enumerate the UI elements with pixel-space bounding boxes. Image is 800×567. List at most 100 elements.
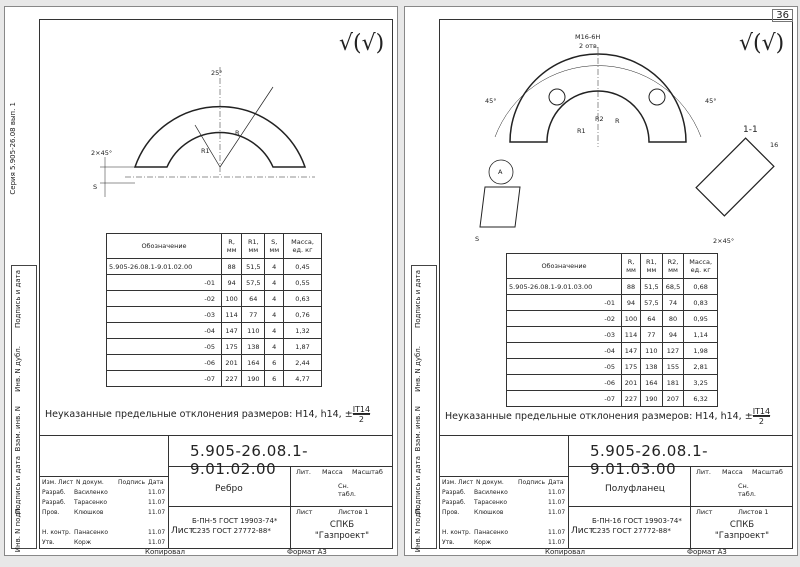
chamfer-label: 2×45° [91, 149, 113, 157]
material-line: С235 ГОСТ 27772-88* [592, 527, 671, 535]
title-block: 5.905-26.08.1-9.01.02.00 Ребро Лит. Масс… [39, 435, 393, 549]
cell: 77 [241, 306, 266, 323]
side-label: Инв. N подл. [414, 506, 422, 553]
cell: -07 [506, 390, 622, 407]
cell: 114 [220, 306, 243, 323]
rib-drawing [100, 67, 315, 197]
material-line: Б-ПН-16 ГОСТ 19903-74* [592, 517, 682, 525]
date: 11.07 [148, 499, 166, 506]
cell: -05 [506, 358, 622, 375]
cell: -05 [106, 338, 222, 355]
org-line: "Газпроект" [714, 531, 770, 541]
cell: 190 [640, 390, 663, 407]
cell: 3,25 [683, 374, 718, 391]
cell: 155 [661, 358, 685, 375]
head-label: Дата [148, 479, 164, 486]
roughness-mark-icon: √(√) [339, 31, 385, 56]
cell: 4 [264, 274, 285, 291]
angle-label: 25° [211, 69, 223, 77]
material-line: Б-ПН-5 ГОСТ 19903-74* [192, 517, 278, 525]
cell: 57,5 [640, 294, 663, 311]
cell: 227 [220, 370, 243, 387]
roughness-mark-icon: √(√) [739, 31, 785, 56]
cell: 2,44 [283, 354, 322, 371]
cell: 64 [241, 290, 266, 307]
cell: 201 [220, 354, 243, 371]
cell: -04 [506, 342, 622, 359]
role: Н. контр. [42, 529, 71, 536]
cell: -07 [106, 370, 222, 387]
cell: 64 [640, 310, 663, 327]
spec-table: Обозначение R, мм R1, мм S, мм Масса, ед… [106, 233, 322, 387]
head-label: Изм. [42, 479, 57, 486]
cell: 147 [620, 342, 642, 359]
cell: 1,32 [283, 322, 322, 339]
cell: -04 [106, 322, 222, 339]
cell: -02 [506, 310, 622, 327]
cell: 57,5 [241, 274, 266, 291]
frac-top: IT14 [352, 405, 371, 415]
cell: 0,55 [283, 274, 322, 291]
cell: 77 [640, 326, 663, 343]
cell: 5.905-26.08.1-9.01.03.00 [506, 278, 622, 295]
cell: 181 [661, 374, 685, 391]
sheet-label: Лист [696, 508, 713, 516]
r-label: R [615, 117, 620, 125]
cell: 1,98 [683, 342, 718, 359]
col-header: R1, мм [640, 253, 663, 279]
table-header-row: Обозначение R, мм R1, мм S, мм Масса, ед… [106, 233, 322, 259]
material: Б-ПН-16 ГОСТ 19903-74* С235 ГОСТ 27772-88… [592, 516, 682, 536]
head-label: N докум. [476, 479, 504, 486]
part-name: Полуфланец [605, 484, 665, 494]
cell: -03 [106, 306, 222, 323]
col-header: S, мм [264, 233, 285, 259]
person: Тарасенко [474, 499, 508, 506]
r2-label: R2 [595, 115, 604, 123]
cell: 0,83 [683, 294, 718, 311]
org-line: СПКБ [329, 520, 355, 530]
side-label: Подпись и дата [14, 270, 22, 328]
date: 11.07 [148, 489, 166, 496]
col-header: Обозначение [506, 253, 622, 279]
cell: 110 [241, 322, 266, 339]
material-line: С235 ГОСТ 27772-88* [192, 527, 271, 535]
r1-label: R1 [201, 147, 210, 155]
cell: 2,81 [683, 358, 718, 375]
date: 11.07 [148, 529, 166, 536]
date: 11.07 [548, 489, 566, 496]
cell: 4 [264, 306, 285, 323]
cell: 5.905-26.08.1-9.01.02.00 [106, 258, 222, 275]
col-header: Масса, ед. кг [683, 253, 718, 279]
note-text: Неуказанные предельные отклонения размер… [45, 409, 353, 420]
person: Тарасенко [74, 499, 108, 506]
sheet-label: Лист [171, 526, 194, 536]
organization: СПКБ"Газпроект" [302, 520, 382, 542]
sheets-label: Листов 1 [338, 508, 369, 516]
side-label: Взам. инв. N [414, 406, 422, 452]
cell: -02 [106, 290, 222, 307]
sheets-label: Листов 1 [738, 508, 769, 516]
cell: 0,45 [283, 258, 322, 275]
lit-label: Лит. [696, 468, 711, 476]
sheet-label: Лист [296, 508, 313, 516]
s-label: S [93, 183, 98, 191]
cell: 6,32 [683, 390, 718, 407]
cell: 0,95 [683, 310, 718, 327]
cell: 74 [661, 294, 685, 311]
side-stamp-column: Подпись и дата Инв. N дубл. Взам. инв. N… [411, 265, 437, 553]
view-label: А [498, 168, 503, 176]
footer-format: Формат А3 [287, 548, 327, 556]
role: Пров. [442, 509, 460, 516]
cell: 88 [620, 278, 642, 295]
head-label: Изм. [442, 479, 457, 486]
sheet-label: Лист [571, 526, 594, 536]
person: Василенко [474, 489, 508, 496]
role: Утв. [42, 539, 55, 546]
cell: 4 [264, 258, 285, 275]
side-stamp-column: Подпись и дата Инв. N дубл. Взам. инв. N… [11, 265, 37, 552]
person: Корж [474, 539, 492, 546]
